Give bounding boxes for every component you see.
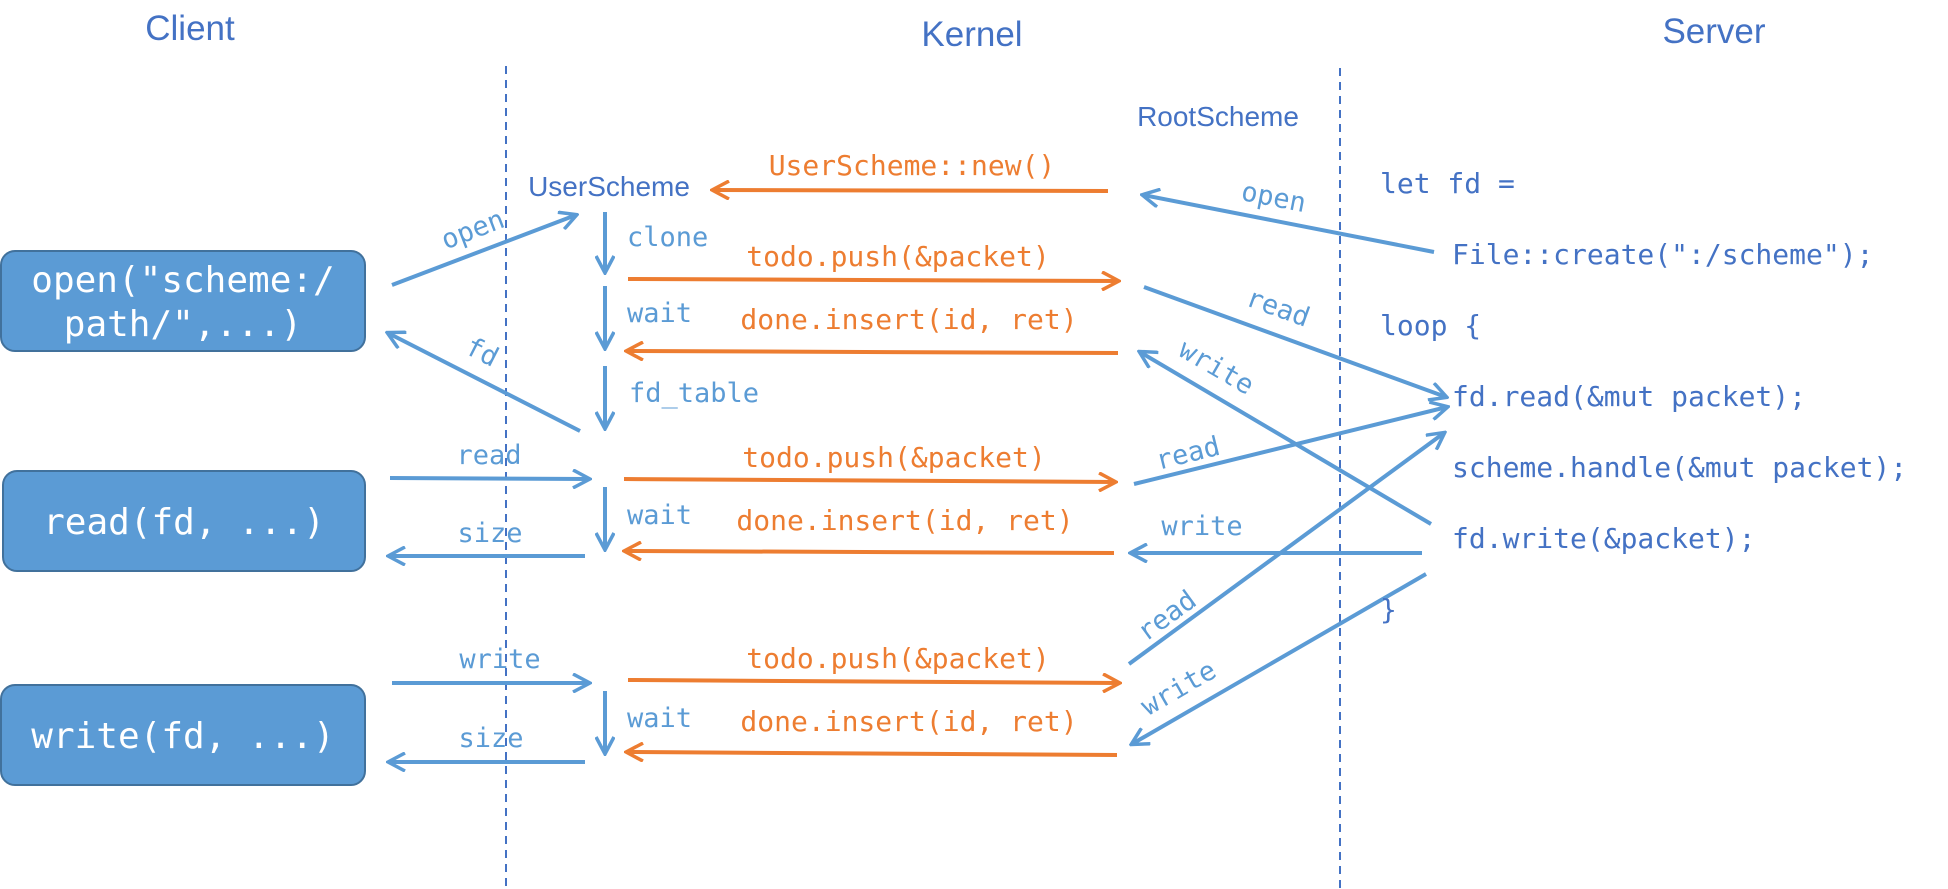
server-write-label-2: write [1161,511,1242,542]
clone-label: clone [627,222,708,253]
open-request-label: open [437,204,509,256]
todo-push-arrow-open [627,279,1118,281]
read-call-box: read(fd, ...) [2,470,366,572]
server-code-line6: fd.write(&packet); [1452,522,1755,555]
fd-return-arrow [388,333,581,433]
server-write-arrow-1 [1140,352,1433,526]
server-code-line3: loop { [1380,309,1481,342]
write-size-return-label: size [458,723,523,754]
client-column-title: Client [145,9,235,48]
userscheme-new-arrow [713,190,1109,191]
open-call-box: open("scheme:/ path/",...) [0,250,366,352]
server-code-line4: fd.read(&mut packet); [1452,380,1806,413]
user-scheme-label: UserScheme [528,171,690,202]
done-insert-arrow-open [627,351,1119,353]
done-insert-label-read: done.insert(id, ret) [736,504,1073,537]
open-call-line1: open("scheme:/ [31,260,334,301]
todo-push-label-open: todo.push(&packet) [746,240,1049,273]
write-call-label: write(fd, ...) [31,716,334,757]
server-read-arrow-3 [1127,433,1444,666]
read-call-label: read(fd, ...) [43,502,325,543]
read-size-return-label: size [457,518,522,549]
server-write-label-3: write [1136,655,1222,722]
server-code-line1: let fd = [1380,167,1515,200]
write-request-label: write [459,644,540,675]
fd-table-label: fd_table [629,378,759,409]
server-column-title: Server [1662,12,1765,51]
kernel-column-title: Kernel [921,15,1022,54]
write-call-box: write(fd, ...) [0,684,366,786]
server-open-arrow [1143,195,1435,254]
read-request-arrow [389,478,589,479]
done-insert-arrow-read [625,551,1115,553]
open-call-line2: path/",...) [64,304,302,345]
server-code-line5: scheme.handle(&mut packet); [1452,451,1907,484]
server-code-line7: } [1380,593,1397,626]
wait-label-open: wait [627,298,692,329]
wait-label-write: wait [627,703,692,734]
todo-push-arrow-write [627,680,1119,683]
server-read-arrow-2 [1133,407,1447,486]
server-write-arrow-3 [1132,572,1428,744]
done-insert-label-open: done.insert(id, ret) [740,303,1077,336]
read-request-label: read [456,440,521,471]
todo-push-label-read: todo.push(&packet) [742,441,1045,474]
open-request-arrow [391,215,576,287]
done-insert-arrow-write [627,752,1118,755]
server-read-arrow-1 [1143,285,1446,397]
server-write-label-1: write [1173,334,1259,401]
server-code-line2: File::create(":/scheme"); [1452,238,1873,271]
root-scheme-label: RootScheme [1137,101,1299,132]
todo-push-arrow-read [623,479,1115,482]
fd-return-label: fd [460,331,503,373]
wait-label-read: wait [627,500,692,531]
server-open-label: open [1239,176,1309,219]
userscheme-new-label: UserScheme::new() [769,149,1056,182]
done-insert-label-write: done.insert(id, ret) [740,705,1077,738]
todo-push-label-write: todo.push(&packet) [746,642,1049,675]
